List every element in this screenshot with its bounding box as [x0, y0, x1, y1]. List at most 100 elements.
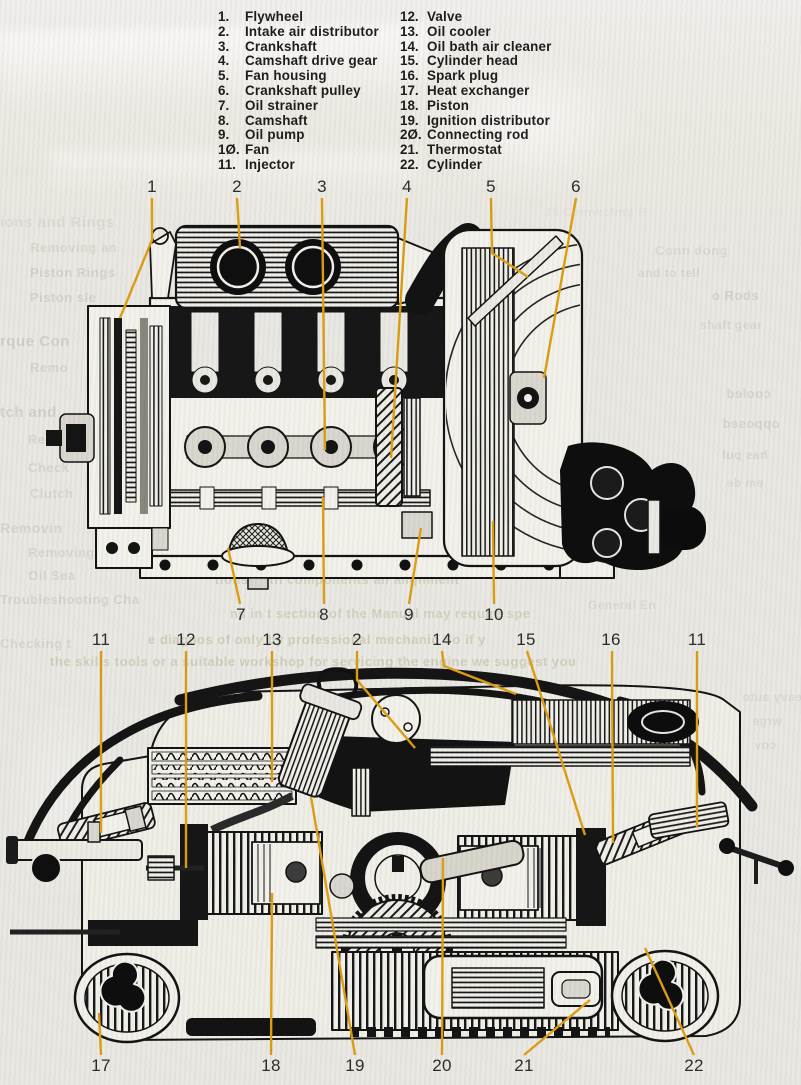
legend-item-number: 7.	[218, 97, 230, 113]
bleedthrough-text-fragment: Conn dong	[655, 243, 729, 258]
legend-item-label: Fan	[245, 142, 270, 158]
legend-item-number: 12.	[400, 9, 419, 24]
legend-item: 11. Injector	[218, 156, 379, 173]
bleedthrough-text-fragment: Clutch	[30, 486, 74, 501]
legend-item-number: 1Ø.	[218, 142, 240, 158]
legend-item-number: 4.	[218, 53, 230, 69]
callout-line-top-2	[235, 197, 242, 249]
bleedthrough-text-fragment: shaft gear	[700, 318, 763, 332]
cylinder-left	[146, 824, 323, 920]
bleedthrough-text-fragment: tch and	[0, 404, 57, 421]
legend-item: 22.Cylinder	[400, 157, 552, 173]
legend-item-number: 1.	[218, 9, 230, 24]
oil-pump	[401, 511, 433, 539]
legend-item-label: Cylinder head	[427, 53, 519, 69]
heat-exchanger-left	[73, 952, 181, 1044]
legend-item-label: Spark plug	[427, 68, 499, 84]
legend-item: 21. Thermostat	[400, 142, 552, 158]
legend-item: 18. Piston	[400, 97, 552, 114]
legend-item-label: Heat exchanger	[427, 82, 530, 98]
legend-item: 6. Crankshaft pulley	[218, 82, 379, 99]
bleedthrough-text-fragment: Remo	[30, 360, 69, 375]
legend-item: 16.Spark plug	[400, 68, 552, 84]
bleedthrough-text-fragment: Piston Rings	[30, 265, 116, 280]
under-body-shadow	[186, 1018, 316, 1036]
legend-item-number: 9.	[218, 127, 230, 143]
ignition-distributor	[277, 667, 363, 798]
callout-line-top-8	[321, 496, 326, 605]
callout-line-bottom-19	[309, 796, 357, 1056]
bleedthrough-text-fragment: Troubleshooting Cha	[0, 592, 140, 607]
crankcase	[148, 296, 470, 558]
engine-mount-manifold	[560, 442, 706, 571]
legend-item: 15. Cylinder head	[400, 54, 552, 69]
legend-item: 12. Valve	[400, 9, 552, 25]
callout-line-top-6	[542, 197, 578, 379]
legend-item: 1Ø. Fan	[218, 142, 379, 158]
bleedthrough-text-fragment: rque Con	[0, 333, 70, 350]
injector-right	[648, 801, 730, 839]
callout-line-top-3	[320, 197, 327, 451]
throttle-linkage	[719, 838, 794, 884]
legend-item: 3.Crankshaft	[218, 39, 379, 55]
bleedthrough-text-fragment: e diagnos of only by professional mechan…	[148, 632, 486, 647]
legend-item-label: Oil strainer	[245, 97, 319, 113]
legend-item-label: Piston	[427, 97, 470, 113]
legend-item-number: 18.	[400, 97, 419, 113]
legend-item-number: 11.	[218, 156, 236, 172]
figure-bottom-transverse-section	[6, 667, 794, 1044]
intake-air-distributor	[174, 224, 433, 310]
bleedthrough-text-fragment: ns in t section of the Manual may requir…	[230, 606, 531, 621]
bleedthrough-text-fragment: Oil Sea	[28, 568, 76, 583]
legend-item: 2. Intake air distributor	[218, 23, 379, 40]
callout-line-bottom-22	[643, 947, 696, 1056]
legend-item-label: Intake air distributor	[245, 23, 379, 39]
legend-item-number: 14.	[400, 38, 419, 54]
oil-strainer	[221, 523, 295, 590]
bleedthrough-text-fragment: Check	[28, 460, 70, 475]
intake-runner-left	[210, 792, 294, 834]
injector-left	[57, 802, 156, 850]
callout-line-top-4	[389, 197, 409, 459]
bleedthrough-text-fragment: General En	[588, 598, 657, 612]
fuel-rail	[6, 821, 143, 884]
callout-line-top-9	[407, 527, 423, 605]
callout-line-bottom-2	[355, 651, 416, 749]
callout-line-top-5	[489, 197, 529, 278]
legend-item-number: 2Ø.	[400, 127, 422, 143]
connecting-rod	[419, 839, 525, 884]
bleedthrough-text-fragment: 1 Removing and Insta	[2, 163, 147, 178]
legend-item-number: 6.	[218, 82, 230, 98]
bleedthrough-text-fragment: and to tell	[638, 266, 701, 280]
legend-item-number: 19.	[400, 112, 419, 128]
callout-line-top-1	[118, 198, 154, 319]
legend-item-number: 8.	[218, 112, 230, 128]
legend-item-label: Valve	[427, 9, 463, 24]
callout-line-bottom-21	[523, 999, 591, 1056]
legend-item: 8.Camshaft	[218, 112, 379, 129]
callout-line-bottom-17	[97, 1012, 103, 1056]
oil-cooler	[147, 747, 297, 805]
legend-item-label: Injector	[245, 156, 295, 172]
pushrod-tubes	[315, 917, 567, 932]
legend-item-number: 15.	[400, 53, 419, 69]
legend-item-number: 2.	[218, 23, 230, 39]
bleedthrough-text-fragment: Piston sle	[30, 290, 97, 305]
valve-spring-left	[147, 855, 175, 881]
callout-line-bottom-20	[440, 857, 445, 1056]
bleedthrough-text-fragment: ylinders	[2, 140, 68, 157]
legend-item: 4.Camshaft drive gear	[218, 54, 379, 69]
legend-item-label: Oil bath air cleaner	[427, 38, 552, 54]
legend-item-label: Crankshaft pulley	[245, 82, 361, 98]
legend-item-number: 5.	[218, 68, 230, 84]
legend-item-label: Thermostat	[427, 142, 502, 158]
cylinder-head-left	[180, 824, 208, 920]
legend-item-label: Fan housing	[245, 68, 327, 84]
legend-item-label: Ignition distributor	[427, 112, 551, 128]
oil-bath-air-cleaner	[627, 701, 699, 743]
callout-line-bottom-18	[269, 892, 274, 1056]
legend-item-number: 21.	[400, 142, 419, 158]
